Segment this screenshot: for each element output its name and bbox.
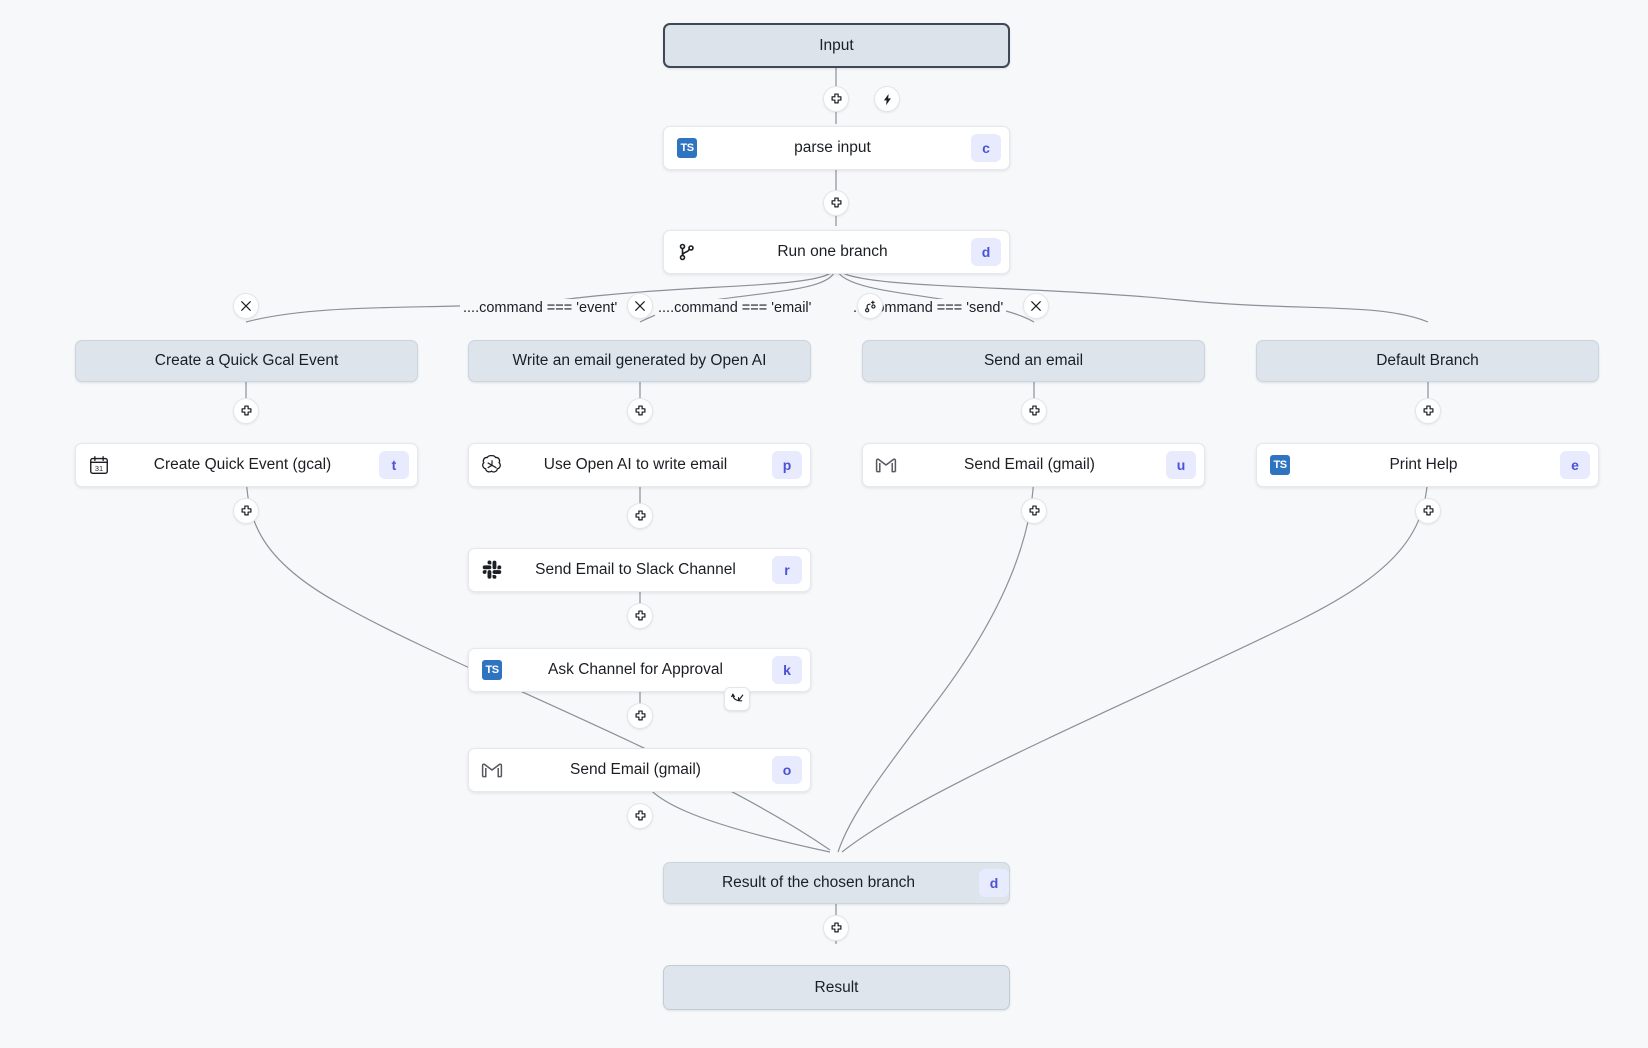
approval-resume-handle[interactable] [724, 687, 750, 711]
insert-handle-approval-out[interactable] [627, 703, 653, 729]
node-result-of-chosen-branch-label: Result of the chosen branch [721, 874, 915, 891]
branch-head-gcal[interactable]: Create a Quick Gcal Event [75, 340, 418, 382]
add-branch-icon [864, 300, 876, 312]
branch-head-openai-email[interactable]: Write an email generated by Open AI [468, 340, 811, 382]
insert-handle-branch2[interactable] [627, 398, 653, 424]
approval-resume-icon [730, 693, 743, 702]
plus-handle-icon [635, 509, 645, 520]
remove-branch-handle-2[interactable] [627, 293, 653, 319]
calendar-31-icon: 31 [86, 452, 112, 478]
svg-text:31: 31 [95, 464, 103, 473]
insert-handle-gcal-out[interactable] [233, 498, 259, 524]
insert-handle-branch1[interactable] [233, 398, 259, 424]
insert-handle-collect-result[interactable] [823, 915, 849, 941]
node-send-email-slack-label: Send Email to Slack Channel [535, 561, 736, 578]
insert-handle-openai-out[interactable] [627, 503, 653, 529]
node-send-email-slack[interactable]: Send Email to Slack Channel r [468, 548, 811, 592]
branch-condition-1: ....command === 'event' [460, 299, 621, 317]
node-send-email-gmail-o-badge[interactable]: o [772, 756, 802, 784]
node-print-help-label: Print Help [1389, 456, 1458, 473]
insert-handle-branch3[interactable] [1021, 398, 1047, 424]
typescript-icon: TS [479, 657, 505, 683]
node-send-email-gmail-u-badge[interactable]: u [1166, 451, 1196, 479]
insert-handle-gmail-u-out[interactable] [1021, 498, 1047, 524]
remove-branch-handle-1[interactable] [233, 293, 259, 319]
node-run-one-branch[interactable]: Run one branch d [663, 230, 1010, 274]
node-run-one-branch-label: Run one branch [777, 243, 888, 260]
node-result-label: Result [814, 978, 859, 996]
remove-branch-handle-3[interactable] [1023, 293, 1049, 319]
branch-head-default[interactable]: Default Branch [1256, 340, 1599, 382]
node-result-of-chosen-branch-badge[interactable]: d [979, 869, 1009, 897]
plus-handle-icon [1029, 504, 1039, 515]
insert-handle-branch4[interactable] [1415, 398, 1441, 424]
insert-handle-slack-out[interactable] [627, 603, 653, 629]
plus-handle-icon [831, 92, 841, 103]
trigger-handle[interactable] [874, 86, 900, 112]
node-result[interactable]: Result [663, 965, 1010, 1010]
plus-handle-icon [635, 609, 645, 620]
node-ask-channel-approval[interactable]: TS Ask Channel for Approval k [468, 648, 811, 692]
node-create-quick-event-badge[interactable]: t [379, 451, 409, 479]
node-parse-input-label: parse input [794, 139, 871, 156]
branch-head-openai-email-label: Write an email generated by Open AI [512, 352, 767, 369]
node-input[interactable]: Input [663, 23, 1010, 68]
node-use-openai[interactable]: Use Open AI to write email p [468, 443, 811, 487]
gmail-icon [479, 757, 505, 783]
branch-head-gcal-label: Create a Quick Gcal Event [154, 352, 339, 369]
plus-handle-icon [1423, 404, 1433, 415]
plus-handle-icon [1423, 504, 1433, 515]
node-send-email-gmail-o[interactable]: Send Email (gmail) o [468, 748, 811, 792]
node-input-label: Input [819, 36, 854, 54]
plus-handle-icon [635, 809, 645, 820]
node-ask-channel-approval-label: Ask Channel for Approval [548, 661, 723, 678]
node-use-openai-badge[interactable]: p [772, 451, 802, 479]
close-x-icon [241, 301, 251, 311]
node-parse-input[interactable]: TS parse input c [663, 126, 1010, 170]
insert-handle-gmail-o-out[interactable] [627, 803, 653, 829]
slack-icon [479, 557, 505, 583]
typescript-icon: TS [1267, 452, 1293, 478]
node-parse-input-badge[interactable]: c [971, 134, 1001, 162]
branch-head-send-email[interactable]: Send an email [862, 340, 1205, 382]
branch-head-default-label: Default Branch [1376, 352, 1479, 369]
typescript-icon: TS [674, 135, 700, 161]
insert-handle-parse-runone[interactable] [823, 190, 849, 216]
insert-handle-input-parse[interactable] [823, 86, 849, 112]
branch-head-send-email-label: Send an email [983, 352, 1084, 369]
node-send-email-gmail-o-label: Send Email (gmail) [570, 761, 701, 778]
node-use-openai-label: Use Open AI to write email [543, 456, 728, 473]
branch-icon [674, 239, 700, 265]
branch-condition-2: ....command === 'email' [655, 299, 815, 317]
plus-handle-icon [635, 404, 645, 415]
plus-handle-icon [1029, 404, 1039, 415]
node-send-email-gmail-u[interactable]: Send Email (gmail) u [862, 443, 1205, 487]
gmail-icon [873, 452, 899, 478]
plus-handle-icon [241, 404, 251, 415]
close-x-icon [1031, 301, 1041, 311]
node-ask-channel-approval-badge[interactable]: k [772, 656, 802, 684]
add-branch-handle[interactable] [857, 293, 883, 319]
node-send-email-gmail-u-label: Send Email (gmail) [964, 456, 1095, 473]
plus-handle-icon [831, 921, 841, 932]
node-send-email-slack-badge[interactable]: r [772, 556, 802, 584]
node-result-of-chosen-branch[interactable]: Result of the chosen branch d [663, 862, 1010, 904]
lightning-icon [883, 93, 891, 105]
plus-handle-icon [241, 504, 251, 515]
node-create-quick-event-label: Create Quick Event (gcal) [153, 456, 332, 473]
insert-handle-printhelp-out[interactable] [1415, 498, 1441, 524]
plus-handle-icon [831, 196, 841, 207]
node-run-one-branch-badge[interactable]: d [971, 238, 1001, 266]
plus-handle-icon [635, 709, 645, 720]
openai-icon [479, 452, 505, 478]
node-print-help[interactable]: TS Print Help e [1256, 443, 1599, 487]
close-x-icon [635, 301, 645, 311]
node-print-help-badge[interactable]: e [1560, 451, 1590, 479]
node-create-quick-event[interactable]: 31 Create Quick Event (gcal) t [75, 443, 418, 487]
